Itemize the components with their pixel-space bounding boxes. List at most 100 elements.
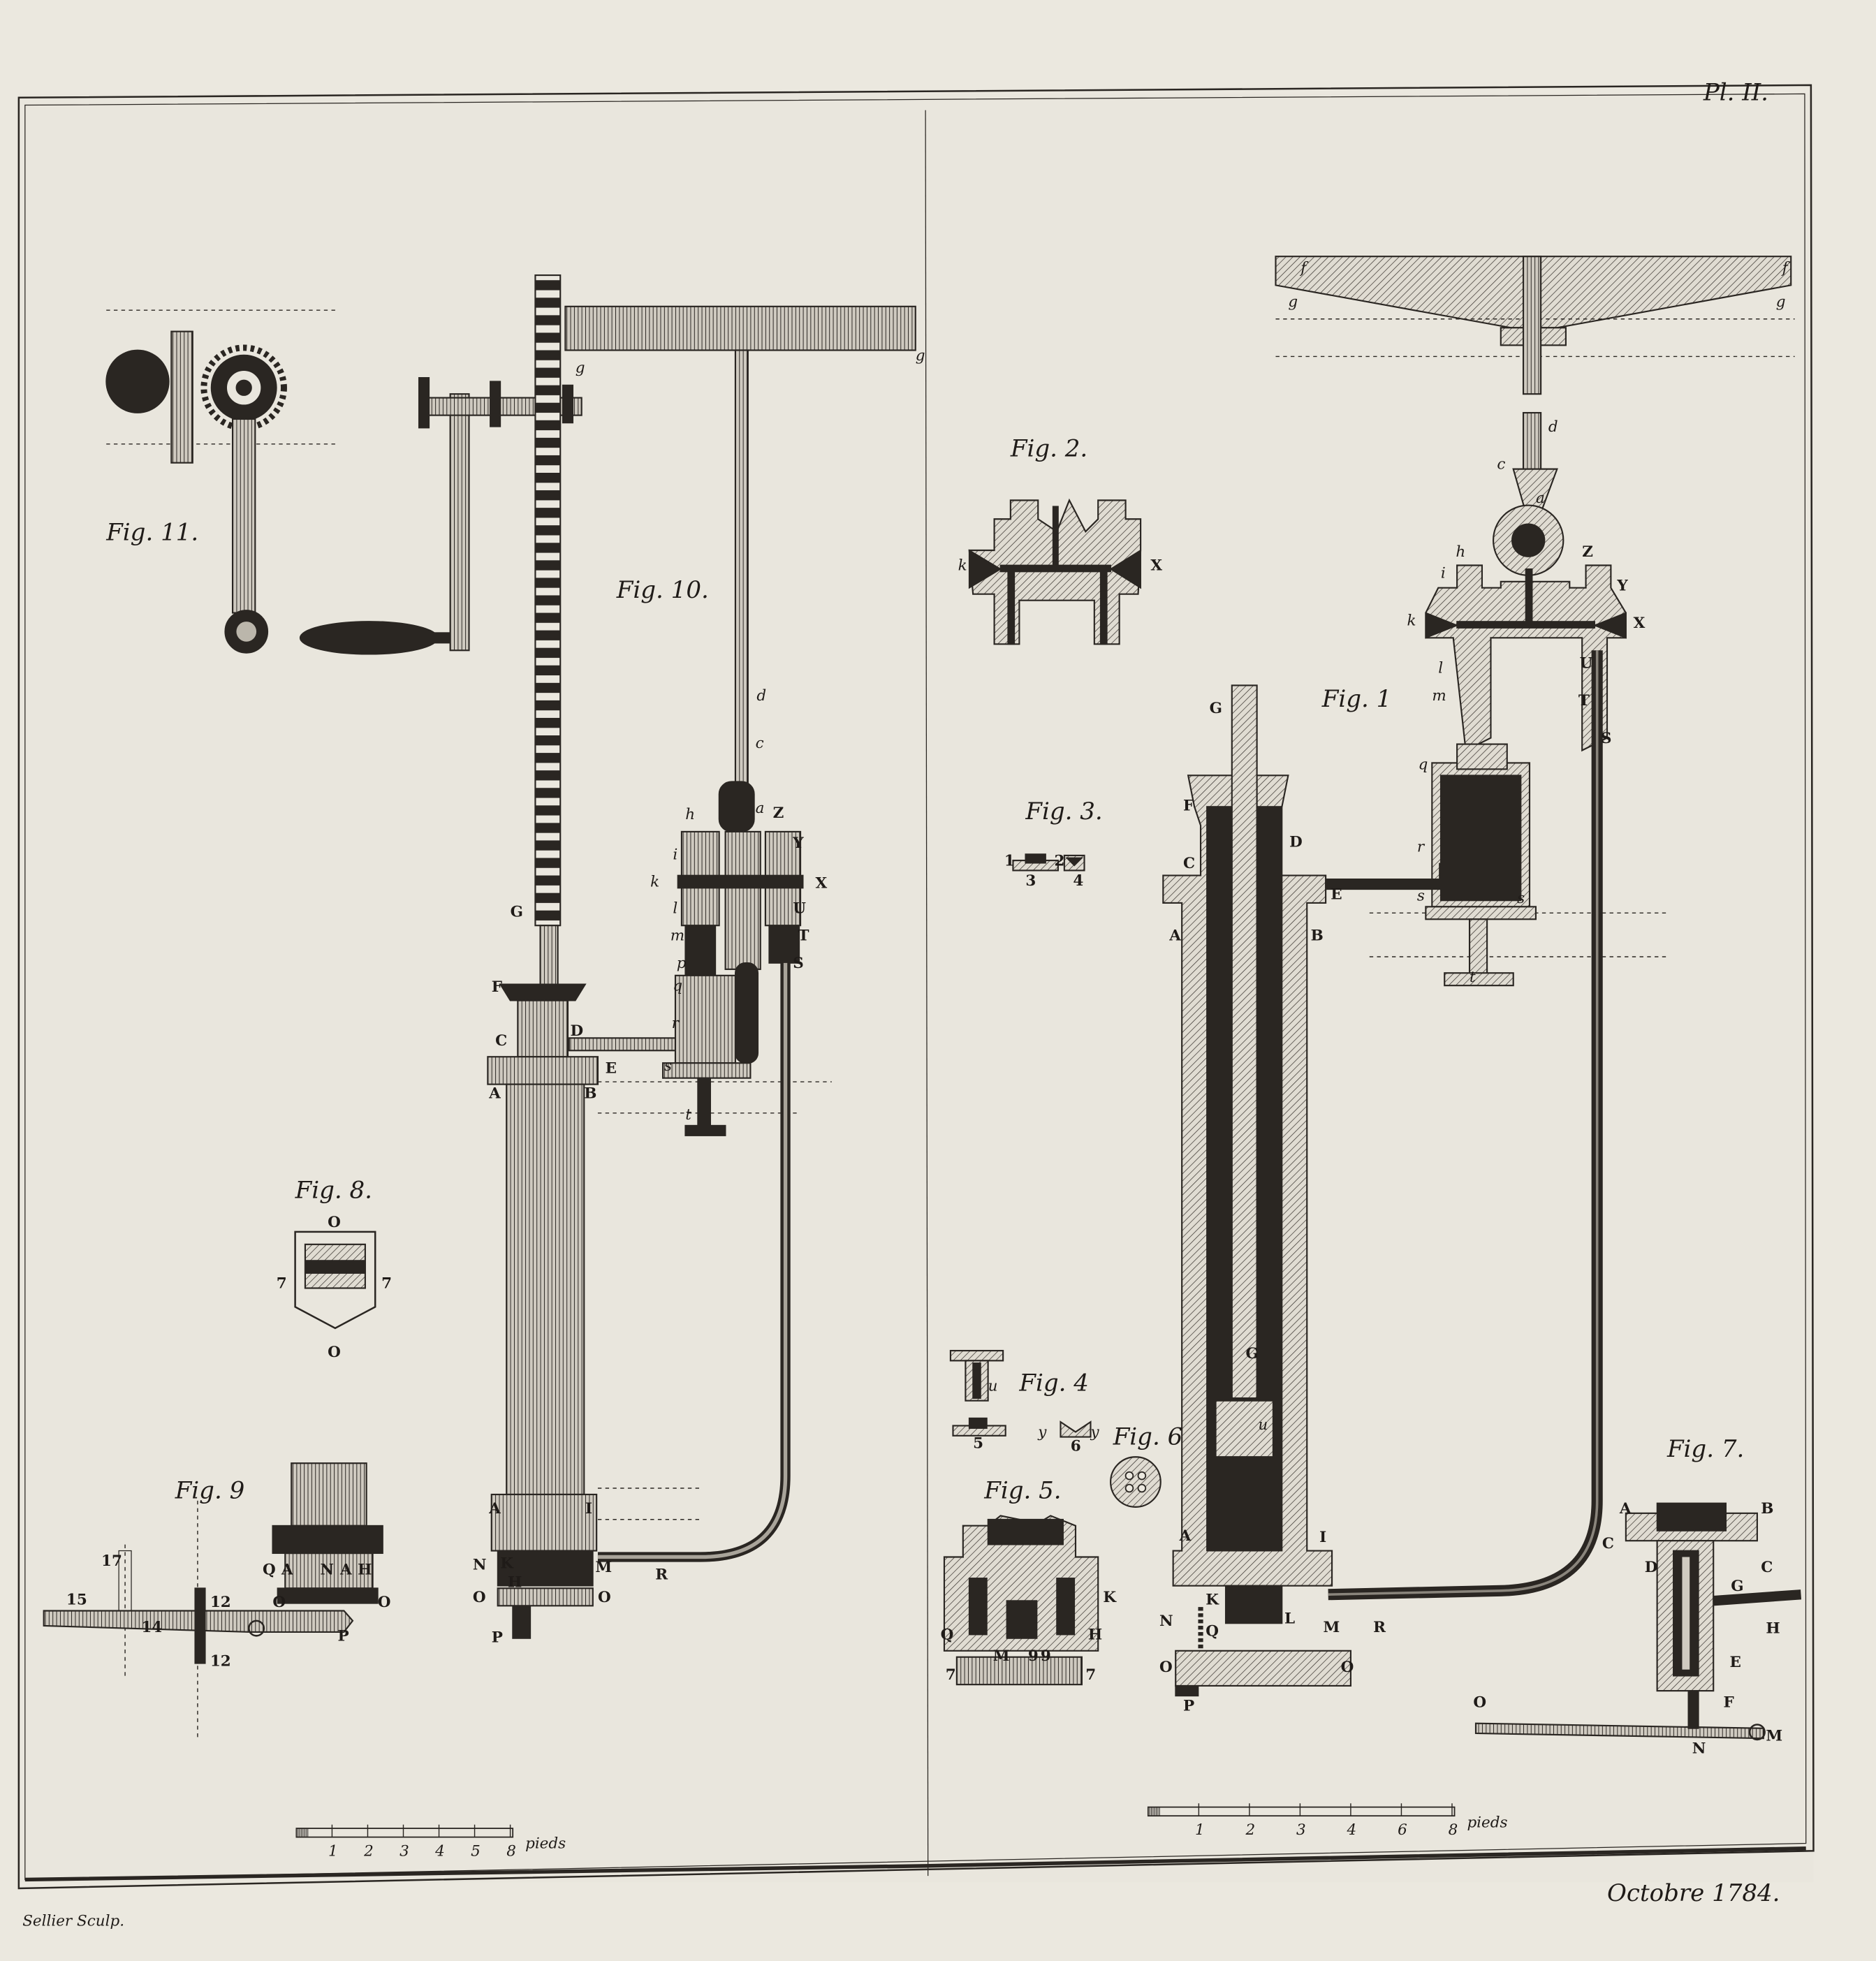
fig9-label: H [358, 1562, 372, 1579]
fig9-label: 17 [101, 1552, 122, 1570]
fig9-label: P [337, 1627, 349, 1645]
fig10-label: d [756, 687, 766, 705]
center-divider [925, 110, 929, 1876]
scale-tick-label: 8 [1449, 1821, 1458, 1839]
fig10-label: A [488, 1085, 501, 1102]
fig3-valve-parts [1012, 853, 1085, 872]
fig10-label: R [655, 1566, 668, 1584]
fig10-label: l [673, 899, 677, 917]
fig5-label: K [1103, 1589, 1117, 1606]
fig4-label: y [1090, 1424, 1099, 1441]
fig5-label: 7 [946, 1666, 956, 1684]
fig2-caption: Fig. 2. [1010, 435, 1087, 463]
fig10-label: B [584, 1085, 596, 1102]
fig9-label: Q [263, 1562, 276, 1579]
scale-tick-label: 5 [471, 1842, 481, 1860]
fig5-label: 9 [1028, 1647, 1039, 1665]
fig10-caption: Fig. 10. [616, 576, 709, 604]
fig1-label: Z [1582, 543, 1593, 561]
fig8-valve-detail [294, 1231, 376, 1330]
fig7-label: E [1729, 1654, 1741, 1671]
fig1-label: Q [1206, 1622, 1219, 1640]
fig1-label: c [1497, 456, 1505, 473]
scale-tick-label: 4 [1347, 1821, 1357, 1839]
fig4-label: 5 [973, 1435, 983, 1453]
fig1-label: u [1258, 1416, 1268, 1434]
fig1-label: M [1324, 1619, 1340, 1636]
fig10-label: g [916, 347, 925, 365]
fig1-pump-section [1162, 256, 1795, 1697]
fig1-label: G [1246, 1345, 1259, 1363]
fig11-caption: Fig. 11. [105, 519, 198, 547]
fig5-caption: Fig. 5. [983, 1476, 1061, 1504]
fig1-label: U [1580, 654, 1593, 672]
fig10-label: P [492, 1629, 503, 1646]
fig1-label: P [1183, 1698, 1194, 1715]
scale-tick-label: 2 [363, 1842, 374, 1860]
fig8-caption: Fig. 8. [295, 1177, 372, 1205]
fig8-label: O [328, 1344, 341, 1361]
scale-tick-label: 6 [1398, 1821, 1407, 1839]
fig10-label: I [585, 1500, 592, 1518]
fig10-label: U [793, 899, 806, 917]
fig1-label: k [1407, 612, 1416, 629]
scale-tick-label: 2 [1245, 1821, 1256, 1839]
fig10-label: k [650, 874, 659, 891]
fig7-label: G [1731, 1578, 1743, 1595]
fig5-label: 9 [1041, 1647, 1051, 1665]
fig9-label: 12 [210, 1652, 231, 1670]
fig10-label: c [756, 735, 764, 752]
scale-tick-label: 4 [434, 1842, 445, 1860]
fig10-label: A [488, 1500, 501, 1518]
fig1-label: r [1417, 839, 1426, 856]
fig8-label: O [328, 1214, 341, 1231]
fig1-caption: Fig. 1 [1321, 685, 1392, 713]
fig1-label: d [1548, 418, 1558, 436]
fig4-label: 6 [1071, 1437, 1081, 1455]
fig10-label: g [576, 360, 585, 377]
fig7-label: A [1619, 1500, 1632, 1518]
scale-tick-label: 1 [1195, 1821, 1205, 1839]
fig10-label: O [473, 1589, 486, 1606]
fig7-label: F [1724, 1694, 1734, 1711]
fig1-label: D [1289, 833, 1303, 851]
fig1-label: I [1319, 1529, 1326, 1546]
fig9-label: 15 [66, 1592, 87, 1609]
plate-frame [17, 84, 1815, 1890]
fig10-label: i [673, 846, 677, 863]
fig9-label: O [272, 1594, 286, 1611]
fig7-caption: Fig. 7. [1666, 1435, 1744, 1463]
fig11-gear-drawing [105, 309, 338, 654]
fig1-label: C [1183, 855, 1195, 872]
fig5-label: 7 [1085, 1666, 1096, 1684]
fig3-caption: Fig. 3. [1025, 798, 1102, 825]
scale-tick-label: 3 [1296, 1821, 1306, 1839]
fig2-valve-section [968, 498, 1142, 645]
fig1-label: t [1470, 969, 1476, 986]
fig1-label: g [1288, 293, 1298, 311]
fig10-label: h [685, 806, 695, 823]
fig10-label: a [756, 800, 765, 817]
fig5-label: Q [941, 1626, 954, 1644]
fig2-label: X [1150, 557, 1162, 575]
fig1-label: X [1634, 615, 1646, 632]
fig9-lever-detail [43, 1462, 383, 1739]
fig1-label: F [1183, 797, 1194, 814]
fig4-label: u [988, 1377, 998, 1395]
fig3-label: 2 [1055, 852, 1065, 869]
fig1-label: O [1341, 1659, 1354, 1676]
fig9-label: 12 [210, 1594, 231, 1611]
fig7-label: B [1761, 1500, 1773, 1518]
fig4-caption: Fig. 4 [1018, 1369, 1089, 1397]
fig10-label: Z [773, 805, 784, 822]
fig1-label: N [1159, 1613, 1173, 1630]
fig1-label: S [1601, 730, 1612, 747]
fig7-label: O [1473, 1694, 1486, 1711]
scale-tick-label: 8 [506, 1842, 516, 1860]
fig2-label: k [958, 557, 967, 575]
fig7-label: C [1761, 1559, 1773, 1576]
fig5-label: H [1088, 1626, 1102, 1644]
fig1-label: s [1517, 890, 1525, 907]
